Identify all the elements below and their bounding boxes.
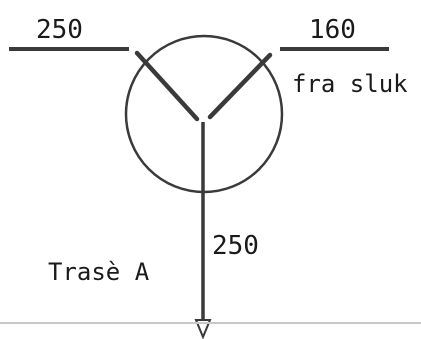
left-inlet-size-label: 250 [36, 15, 83, 45]
right-inlet-source-label: fra sluk [292, 70, 408, 98]
right-inlet-size-label: 160 [309, 15, 356, 45]
outlet-size-label: 250 [212, 231, 259, 261]
left-branch-line [134, 50, 200, 122]
flow-arrow-icon [194, 319, 212, 339]
right-branch-line [207, 52, 273, 120]
outlet-trace-label: Trasè A [48, 258, 150, 286]
